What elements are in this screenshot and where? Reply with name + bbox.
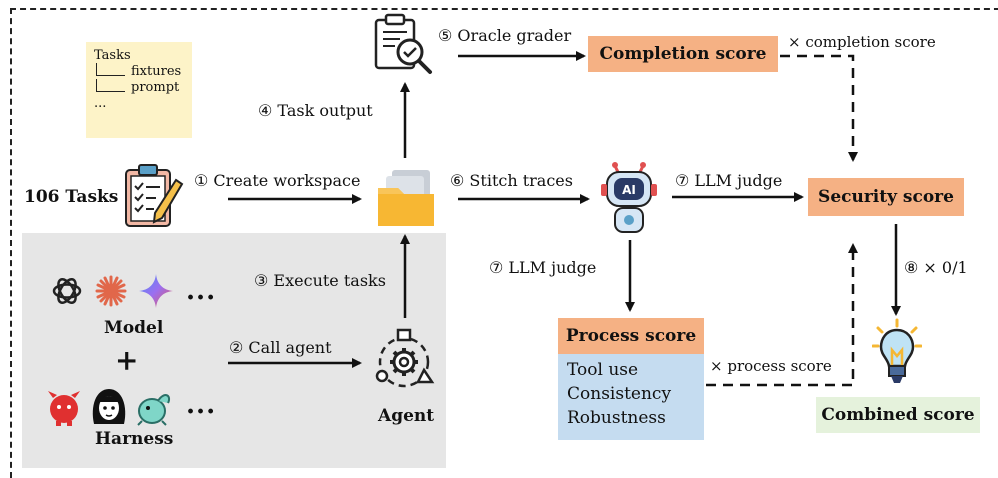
arrow-completion-multiplier — [780, 54, 858, 162]
process-item-robustness: Robustness — [567, 408, 666, 428]
gear-cycle-icon — [375, 328, 435, 388]
teal-creature-icon — [137, 394, 170, 426]
plus-sign: + — [115, 344, 139, 377]
step-llm-judge-right: ⑦ LLM judge — [675, 171, 783, 190]
tasks-note: Tasks fixtures prompt ... — [86, 42, 192, 138]
tasks-note-title: Tasks — [94, 48, 131, 63]
completion-score-box: Completion score — [588, 36, 778, 72]
gemini-logo-icon — [139, 274, 173, 308]
step-task-output: ④ Task output — [258, 101, 373, 120]
robot-icon: AI — [601, 162, 657, 233]
harness-label: Harness — [95, 429, 174, 449]
step-times-01: ⑧ × 0/1 — [904, 258, 968, 277]
folder-icon — [378, 170, 434, 226]
process-item-tool-use: Tool use — [567, 360, 639, 380]
arrow-process-multiplier — [706, 243, 858, 387]
tasks-count: 106 Tasks — [24, 187, 119, 207]
step-stitch-traces: ⑥ Stitch traces — [450, 171, 573, 190]
process-score-box: Process score — [558, 318, 704, 354]
clipboard-icon — [125, 164, 184, 227]
model-ellipsis: ... — [186, 276, 217, 306]
step-call-agent: ② Call agent — [229, 338, 332, 357]
completion-multiplier-label: × completion score — [788, 33, 936, 51]
openai-logo-icon — [52, 278, 82, 304]
agent-label: Agent — [378, 406, 435, 426]
document-search-icon — [374, 13, 432, 74]
svg-text:AI: AI — [622, 183, 636, 197]
tasks-note-item: fixtures — [94, 62, 192, 80]
claude-logo-icon — [95, 275, 127, 307]
girl-avatar-icon — [92, 389, 126, 424]
outer-dashed-frame — [10, 8, 998, 478]
step-llm-judge-down: ⑦ LLM judge — [489, 258, 597, 277]
red-creature-icon — [48, 391, 80, 426]
security-score-box: Security score — [808, 178, 964, 216]
process-multiplier-label: × process score — [710, 357, 832, 375]
model-harness-panel — [22, 233, 446, 468]
step-oracle-grader: ⑤ Oracle grader — [438, 26, 572, 45]
combined-score-box: Combined score — [816, 397, 980, 433]
step-create-workspace: ① Create workspace — [194, 171, 361, 190]
lightbulb-icon — [872, 318, 922, 383]
tasks-note-item: prompt — [94, 78, 192, 96]
process-items-box: Tool use Consistency Robustness — [558, 354, 704, 440]
step-execute-tasks: ③ Execute tasks — [254, 271, 386, 290]
process-item-consistency: Consistency — [567, 384, 672, 404]
tasks-note-more: ... — [94, 96, 107, 111]
harness-ellipsis: ... — [186, 390, 217, 420]
model-label: Model — [104, 318, 164, 338]
